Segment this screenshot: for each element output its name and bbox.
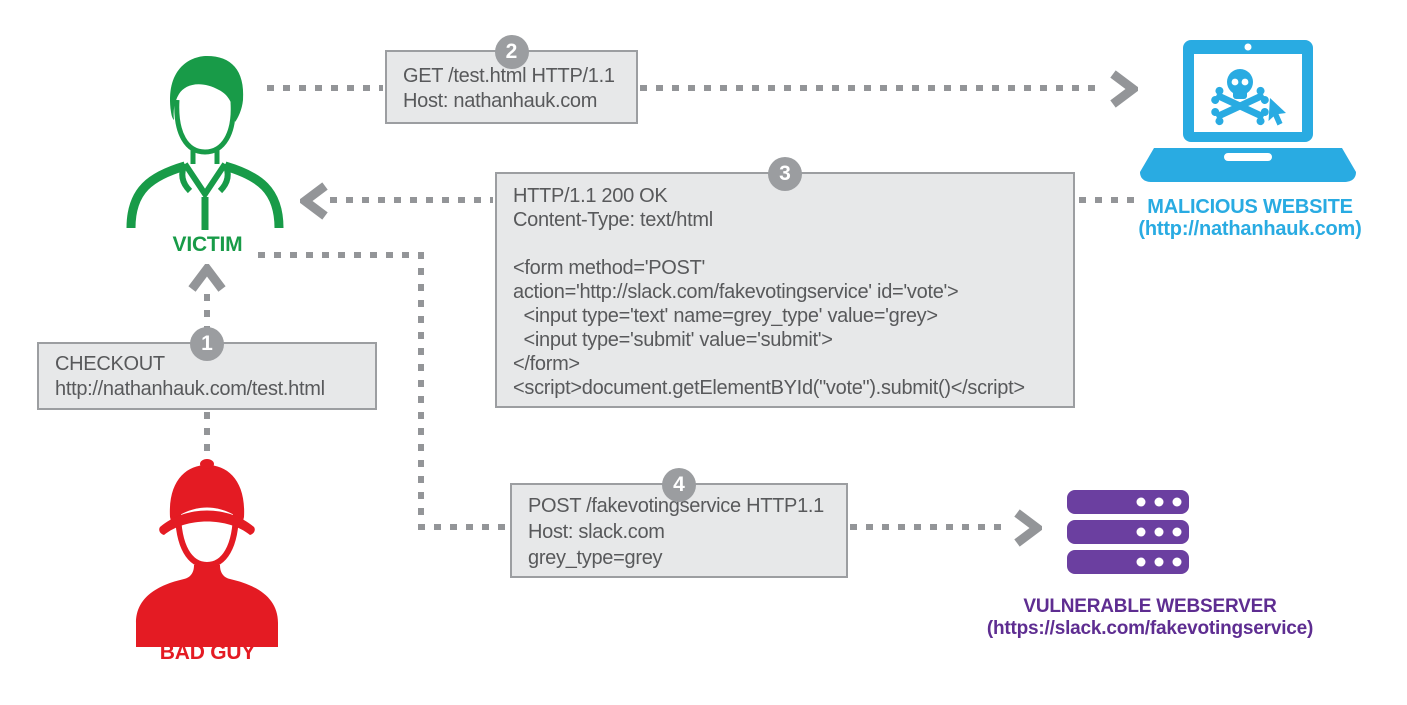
- arrow2-right-arrowhead-icon: [1110, 70, 1138, 108]
- arrow3-line-right: [1079, 197, 1137, 203]
- arrow4-line-vertical: [418, 252, 424, 530]
- arrow3-left-arrowhead-icon: [300, 182, 328, 220]
- step2-message-box: 2 GET /test.html HTTP/1.1 Host: nathanha…: [385, 35, 638, 124]
- victim-icon: [126, 56, 284, 230]
- step1-message-box: 1 CHECKOUT http://nathanhauk.com/test.ht…: [37, 327, 377, 410]
- arrow2-line-right: [640, 85, 1102, 91]
- malicious-website-label: MALICIOUS WEBSITE (http://nathanhauk.com…: [1095, 196, 1405, 240]
- step4-message-box: 4 POST /fakevotingservice HTTP1.1 Host: …: [510, 468, 848, 578]
- webserver-icon: [1067, 490, 1189, 574]
- arrow1-line-upper: [204, 294, 210, 340]
- victim-label: VICTIM: [172, 233, 243, 256]
- skull-crossbones-icon: [1211, 69, 1269, 126]
- arrow3-line-left: [330, 197, 493, 203]
- arrow4-line-right: [850, 524, 1008, 530]
- step3-message-box: 3 HTTP/1.1 200 OK Content-Type: text/htm…: [495, 157, 1075, 408]
- cursor-icon: [1268, 98, 1286, 126]
- arrow1-up-arrowhead-icon: [188, 264, 226, 292]
- webserver-url: (https://slack.com/fakevotingservice): [986, 618, 1314, 639]
- malicious-website-icon: [1140, 40, 1356, 182]
- bad-guy-icon: [136, 459, 278, 647]
- arrow4-line-top: [258, 252, 418, 258]
- step3-badge: 3: [768, 157, 802, 191]
- arrow4-right-arrowhead-icon: [1014, 509, 1042, 547]
- step2-badge: 2: [494, 35, 529, 69]
- step4-text: POST /fakevotingservice HTTP1.1 Host: sl…: [528, 495, 825, 569]
- step1-text: CHECKOUT http://nathanhauk.com/test.html: [55, 353, 325, 400]
- malicious-website-title: MALICIOUS WEBSITE: [1147, 196, 1353, 218]
- webserver-label: VULNERABLE WEBSERVER (https://slack.com/…: [980, 596, 1320, 640]
- malicious-website-url: (http://nathanhauk.com): [1138, 218, 1362, 240]
- step4-badge: 4: [662, 468, 696, 502]
- webserver-title: VULNERABLE WEBSERVER: [1023, 596, 1277, 617]
- arrow2-line-left: [267, 85, 383, 91]
- arrow4-line-mid: [418, 524, 510, 530]
- step1-badge: 1: [190, 327, 224, 361]
- arrow1-line-lower: [204, 412, 210, 458]
- bad-guy-label: BAD GUY: [159, 641, 256, 664]
- step3-text: HTTP/1.1 200 OK Content-Type: text/html …: [513, 185, 1025, 399]
- step2-text: GET /test.html HTTP/1.1 Host: nathanhauk…: [403, 65, 615, 112]
